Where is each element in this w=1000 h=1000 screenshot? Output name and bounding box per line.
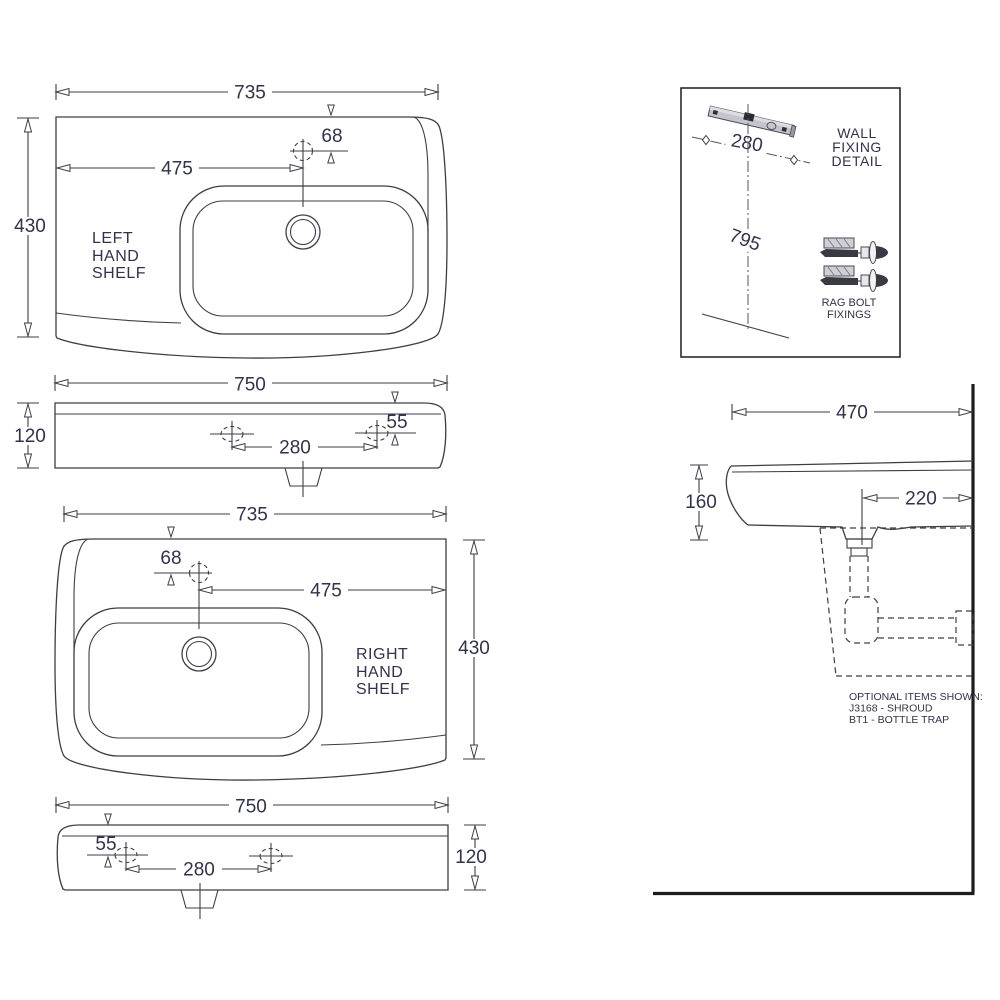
label-mask	[176, 861, 222, 877]
dim-label-475: 475	[161, 159, 193, 180]
label-mask	[455, 639, 492, 657]
label-mask	[230, 506, 274, 523]
dim-label-280: 280	[183, 860, 215, 881]
shelf-line-3: SHELF	[92, 265, 146, 282]
front-view-right-hand: 750 55 280 120	[55, 796, 490, 920]
basin-profile	[725, 460, 974, 557]
rag-bolt	[820, 265, 888, 292]
plan-view-left-hand-shelf: 735 475 68 430 LEFT HAND SHELF	[10, 83, 448, 359]
label-mask	[899, 490, 943, 506]
rag-bolt	[820, 237, 888, 264]
shelf-line-1: RIGHT	[356, 646, 408, 663]
dim-label-55: 55	[95, 834, 116, 855]
note-line-1: OPTIONAL ITEMS SHOWN:	[849, 691, 983, 703]
title-line-3: DETAIL	[832, 153, 883, 169]
caption-line-2: FIXINGS	[827, 309, 871, 321]
dim-label-430: 430	[458, 638, 490, 659]
title-line-2: FIXING	[832, 139, 882, 155]
dim-label-735: 735	[234, 83, 266, 104]
dimension-waste-220: 220	[862, 489, 974, 510]
label-mask	[304, 582, 348, 599]
label-mask	[10, 427, 47, 445]
label-mask	[681, 493, 718, 511]
dim-label-735: 735	[236, 505, 268, 526]
label-mask	[830, 404, 874, 420]
dimension-rim-160: 160	[681, 464, 718, 541]
optional-shroud	[819, 527, 973, 677]
dim-label-120: 120	[14, 426, 46, 447]
shelf-label-right: RIGHT HAND SHELF	[356, 646, 410, 698]
wall-fixing-detail: 280 795 WALL FIXING DETAIL	[680, 87, 901, 358]
caption-line-1: RAG BOLT	[822, 297, 877, 309]
front-geometry-mirrored	[55, 796, 487, 920]
dim-label-68: 68	[160, 548, 181, 569]
shelf-line-2: HAND	[92, 248, 139, 265]
label-mask	[228, 84, 272, 101]
detail-title: WALL FIXING DETAIL	[832, 125, 883, 169]
dimension-depth-470: 470	[731, 403, 974, 424]
plan-geometry-mirrored	[54, 505, 486, 781]
dim-label-55: 55	[386, 412, 407, 433]
shelf-line-3: SHELF	[356, 681, 410, 698]
front-view-left-hand: 750 55 280 120	[10, 374, 448, 498]
note-line-2: J3168 - SHROUD	[849, 703, 933, 715]
note-line-3: BT1 - BOTTLE TRAP	[849, 714, 949, 726]
label-mask	[272, 439, 318, 455]
plan-view-right-hand-shelf: 735 475 68 430 RIGHT HAND SHELF	[54, 505, 492, 781]
dim-label-430: 430	[14, 216, 46, 237]
dim-label-470: 470	[836, 403, 868, 424]
dim-label-280: 280	[279, 438, 311, 459]
title-line-1: WALL	[837, 125, 877, 141]
label-mask	[10, 217, 47, 235]
label-mask	[453, 848, 490, 866]
fixing-bracket	[707, 105, 797, 138]
label-mask	[228, 375, 272, 391]
dim-label-120: 120	[455, 847, 487, 868]
plan-geometry	[16, 83, 448, 359]
dim-label-160: 160	[685, 492, 717, 513]
dim-label-475: 475	[310, 581, 342, 602]
optional-items-note: OPTIONAL ITEMS SHOWN: J3168 - SHROUD BT1…	[849, 691, 983, 726]
dim-label-220: 220	[905, 489, 937, 510]
shelf-line-2: HAND	[356, 664, 403, 681]
floor-reference-line	[701, 313, 790, 339]
label-mask	[155, 160, 199, 177]
shelf-line-1: LEFT	[92, 230, 133, 247]
rag-bolt-caption: RAG BOLT FIXINGS	[822, 297, 877, 321]
dim-label-750: 750	[235, 797, 267, 818]
front-geometry	[16, 374, 448, 498]
side-view: 470 160 220	[653, 384, 983, 896]
label-mask	[229, 797, 273, 813]
optional-bottle-trap	[844, 556, 974, 646]
shelf-label-left: LEFT HAND SHELF	[92, 230, 146, 282]
dim-label-750: 750	[234, 375, 266, 396]
dim-label-68: 68	[321, 126, 342, 147]
